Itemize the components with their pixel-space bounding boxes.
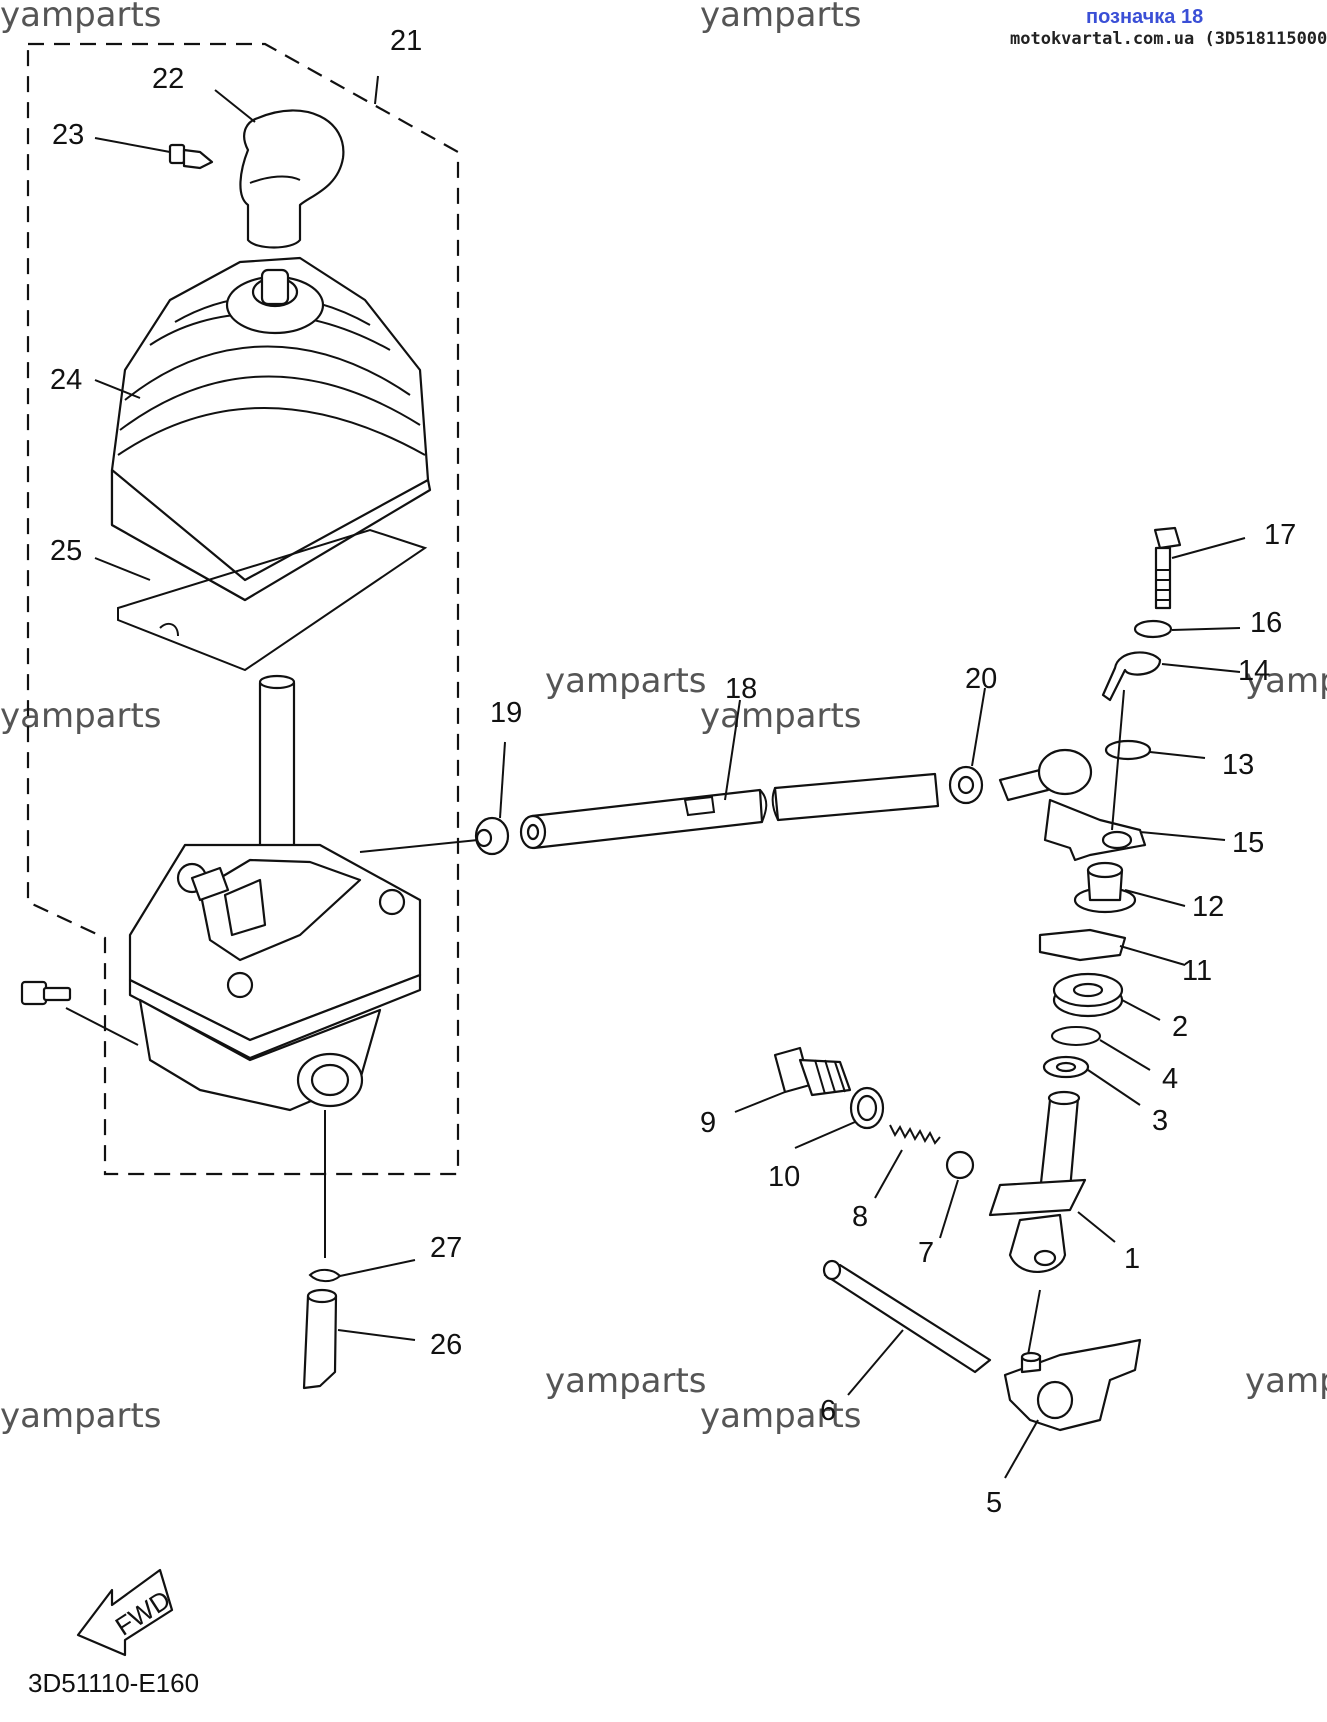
header-site: motokvartal.com.ua (3D5181150000) xyxy=(1010,29,1327,49)
watermark: yamparts xyxy=(0,0,162,35)
shift-arm-15 xyxy=(998,748,1147,862)
watermark: yamparts xyxy=(700,696,862,736)
callout-22: 22 xyxy=(152,63,184,95)
seal-clip xyxy=(159,622,179,637)
callout-2: 2 xyxy=(1172,1011,1188,1043)
washer-16 xyxy=(1133,619,1173,639)
rod-top xyxy=(306,1288,338,1304)
lever-top xyxy=(258,674,296,690)
callout-18: 18 xyxy=(725,673,757,705)
bar-end xyxy=(822,1259,842,1281)
washer-hole xyxy=(957,775,975,795)
callout-6: 6 xyxy=(820,1395,836,1427)
callout-8: 8 xyxy=(852,1201,868,1233)
rod-26 xyxy=(302,1294,338,1390)
callout-5: 5 xyxy=(986,1487,1002,1519)
shift-shaft-1 xyxy=(988,1090,1087,1273)
shift-fork-5 xyxy=(1003,1338,1142,1432)
washer-13 xyxy=(1104,739,1152,761)
diagram-ref: 3D51110-E160 xyxy=(28,1668,199,1698)
guide-bar-6 xyxy=(823,1263,992,1374)
leader xyxy=(1027,1289,1041,1356)
callout-12: 12 xyxy=(1192,891,1224,923)
callout-11: 11 xyxy=(1182,955,1212,987)
callout-19: 19 xyxy=(490,697,522,729)
callout-4: 4 xyxy=(1162,1063,1178,1095)
callout-17: 17 xyxy=(1264,519,1296,551)
callout-1: 1 xyxy=(1124,1243,1140,1275)
washer-hole xyxy=(1055,1061,1077,1073)
watermarks: yamparts yamparts yamparts yamparts yamp… xyxy=(0,0,1327,1436)
callout-26: 26 xyxy=(430,1329,462,1361)
spring-14 xyxy=(1101,651,1162,702)
watermark: yamparts xyxy=(1245,1361,1327,1401)
bolt-17 xyxy=(1153,526,1182,610)
callout-20: 20 xyxy=(965,663,997,695)
watermark: yamparts xyxy=(0,696,162,736)
assembly-boundary xyxy=(26,42,460,1176)
fwd-arrow: FWD xyxy=(76,1568,176,1657)
callout-9: 9 xyxy=(700,1107,716,1139)
knob-detail xyxy=(249,175,301,184)
shifter-housing xyxy=(128,843,422,1112)
callout-25: 25 xyxy=(50,535,82,567)
seal-ring xyxy=(117,528,428,672)
gasket-hole xyxy=(856,1094,878,1122)
collar-12 xyxy=(1073,861,1137,914)
callout-23: 23 xyxy=(52,119,84,151)
leaders xyxy=(94,75,1246,1479)
callout-7: 7 xyxy=(918,1237,934,1269)
bush-2 xyxy=(1052,972,1124,1018)
screw-23 xyxy=(168,143,214,170)
watermark: yamparts xyxy=(545,661,707,701)
leader xyxy=(1111,689,1125,831)
callout-27: 27 xyxy=(430,1232,462,1264)
ball-7 xyxy=(945,1150,975,1180)
side-bolt xyxy=(20,980,72,1006)
callouts: 21 22 23 24 25 19 18 20 17 16 14 13 15 1… xyxy=(50,25,1296,1519)
spring-8 xyxy=(889,1124,941,1145)
callout-16: 16 xyxy=(1250,607,1282,639)
watermark: yamparts xyxy=(545,1361,707,1401)
circlip-4 xyxy=(1051,1026,1101,1046)
rod-18 xyxy=(519,772,940,850)
callout-10: 10 xyxy=(768,1161,800,1193)
callout-21: 21 xyxy=(390,25,422,57)
clip-27 xyxy=(308,1259,416,1283)
plug-9 xyxy=(773,1046,852,1097)
shift-boot xyxy=(110,256,432,602)
watermark: yamparts xyxy=(0,1396,162,1436)
watermark: yamparts xyxy=(700,1396,862,1436)
callout-3: 3 xyxy=(1152,1105,1168,1137)
leader xyxy=(65,1007,139,1046)
washer-hole xyxy=(475,828,493,848)
watermark: yamparts xyxy=(700,0,862,35)
shift-knob xyxy=(239,109,345,249)
header-tag: позначка 18 xyxy=(1086,6,1203,28)
callout-14: 14 xyxy=(1238,655,1270,687)
stopper-11 xyxy=(1038,928,1127,962)
watermark: yamparts xyxy=(1245,661,1327,701)
callout-13: 13 xyxy=(1222,749,1254,781)
callout-15: 15 xyxy=(1232,827,1264,859)
callout-24: 24 xyxy=(50,364,82,396)
